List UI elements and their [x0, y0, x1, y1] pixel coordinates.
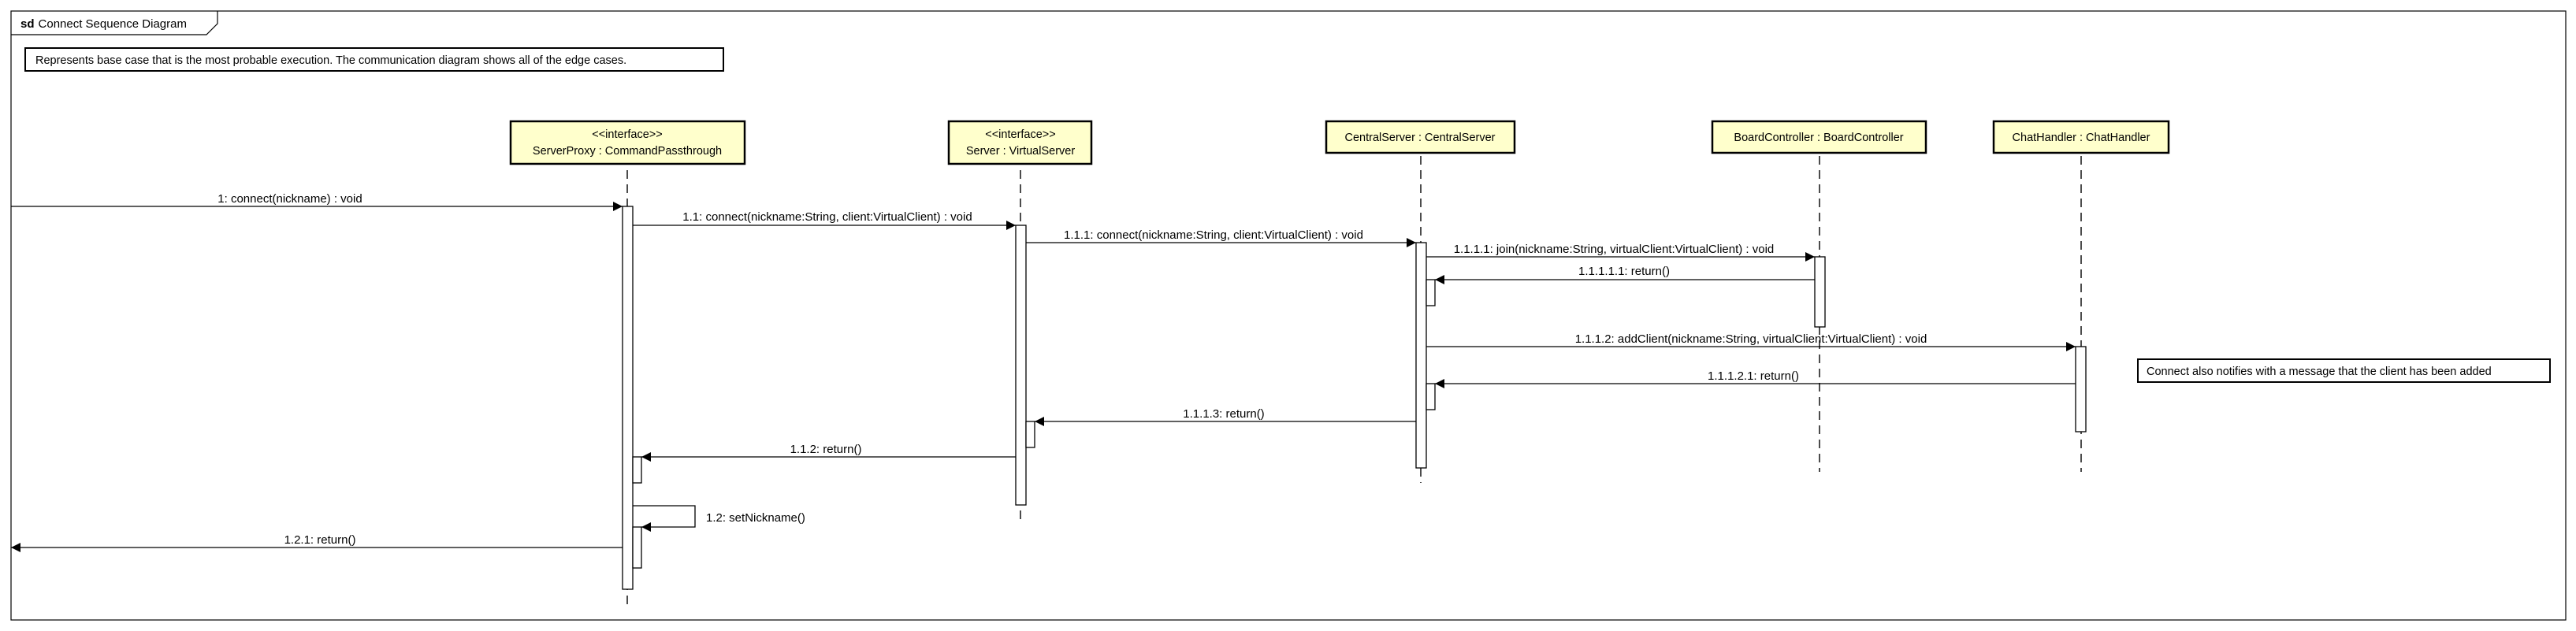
message-1-1-1-2: 1.1.1.2: addClient(nickname:String, virt… — [1426, 332, 2076, 351]
frame-name: Connect Sequence Diagram — [39, 17, 187, 31]
message-label: 1.1.2: return() — [790, 443, 862, 456]
participant-centralserver: CentralServer : CentralServer — [1325, 120, 1516, 154]
activation-serverproxy-nested — [632, 456, 642, 484]
message-label: 1.1.1.2: addClient(nickname:String, virt… — [1575, 332, 1927, 346]
activation-server-nested — [1025, 421, 1035, 448]
frame-keyword: sd — [20, 17, 35, 31]
message-label: 1.2.1: return() — [284, 533, 356, 547]
participant-name: ServerProxy : CommandPassthrough — [533, 145, 722, 158]
note-text: Represents base case that is the most pr… — [35, 54, 626, 67]
activation-centralserver — [1415, 242, 1427, 469]
diagram-frame — [10, 10, 2567, 621]
message-label: 1.1.1.2.1: return() — [1708, 369, 1799, 383]
message-label: 1: connect(nickname) : void — [217, 192, 362, 206]
activation-serverproxy-self — [632, 526, 642, 569]
activation-centralserver-nested-1 — [1426, 279, 1436, 306]
participant-stereotype: <<interface>> — [985, 128, 1056, 141]
participant-boardcontroller: BoardController : BoardController — [1711, 120, 1927, 154]
participant-box — [947, 120, 1093, 165]
message-1-1-2: 1.1.2: return() — [641, 443, 1016, 462]
message-1-1: 1.1: connect(nickname:String, client:Vir… — [633, 210, 1016, 230]
message-1-1-1-2-1: 1.1.1.2.1: return() — [1435, 369, 2076, 388]
message-label: 1.1.1.1: join(nickname:String, virtualCl… — [1454, 243, 1775, 256]
participant-box — [509, 120, 746, 165]
message-label: 1.1: connect(nickname:String, client:Vir… — [682, 210, 972, 224]
message-1-1-1-1: 1.1.1.1: join(nickname:String, virtualCl… — [1426, 243, 1815, 262]
activation-serverproxy — [622, 206, 634, 590]
note-box — [24, 47, 724, 72]
frame-tab — [11, 11, 218, 35]
side-note-box — [2137, 358, 2551, 383]
message-label: 1.1.1.1.1: return() — [1578, 265, 1670, 278]
activation-server — [1015, 225, 1027, 506]
participant-name: ChatHandler : ChatHandler — [2013, 132, 2150, 144]
participant-box — [1325, 120, 1516, 154]
activation-centralserver-nested-2 — [1426, 383, 1436, 410]
message-1-2: 1.2: setNickname() — [633, 505, 805, 532]
message-label: 1.2: setNickname() — [706, 511, 805, 525]
message-1-1-1: 1.1.1: connect(nickname:String, client:V… — [1026, 228, 1416, 247]
participant-serverproxy: <<interface>> ServerProxy : CommandPasst… — [509, 120, 746, 165]
message-arrow — [633, 505, 696, 532]
activation-boardcontroller — [1814, 256, 1826, 328]
participant-server: <<interface>> Server : VirtualServer — [947, 120, 1093, 165]
side-note-text: Connect also notifies with a message tha… — [2147, 366, 2492, 378]
participant-box — [1992, 120, 2170, 154]
participant-stereotype: <<interface>> — [592, 128, 663, 141]
participant-name: BoardController : BoardController — [1734, 132, 1903, 144]
participant-name: CentralServer : CentralServer — [1345, 132, 1496, 144]
activation-chathandler — [2075, 346, 2087, 432]
message-1-2-1: 1.2.1: return() — [11, 533, 623, 552]
frame-title: sd Connect Sequence Diagram — [20, 17, 187, 31]
message-1-1-1-3: 1.1.1.3: return() — [1035, 407, 1416, 426]
participant-box — [1711, 120, 1927, 154]
participant-name: Server : VirtualServer — [966, 145, 1076, 158]
message-label: 1.1.1: connect(nickname:String, client:V… — [1064, 228, 1363, 242]
message-1-1-1-1-1: 1.1.1.1.1: return() — [1435, 265, 1815, 284]
message-1: 1: connect(nickname) : void — [11, 192, 623, 211]
message-label: 1.1.1.3: return() — [1183, 407, 1264, 421]
participant-chathandler: ChatHandler : ChatHandler — [1992, 120, 2170, 154]
